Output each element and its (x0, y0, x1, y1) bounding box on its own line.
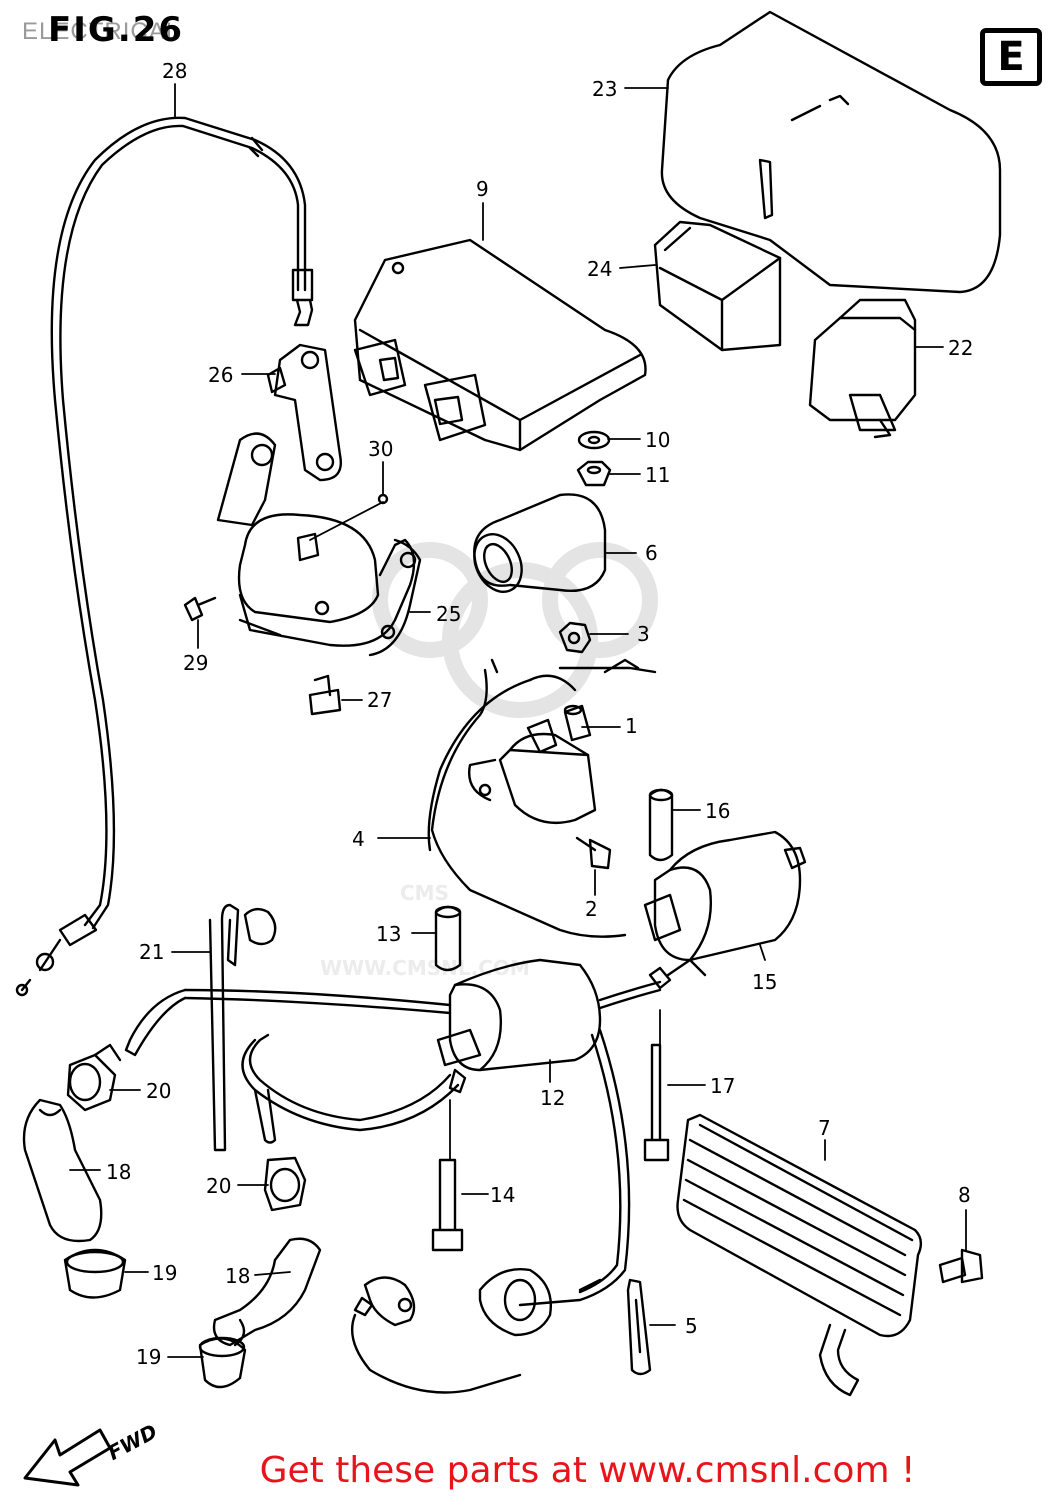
part-number: 22 (948, 336, 973, 360)
part-number: 4 (352, 827, 365, 851)
starter-relay (427, 658, 657, 938)
mounting-bracket (266, 343, 342, 482)
footer-link[interactable]: Get these parts at www.cmsnl.com ! (0, 1450, 1055, 1491)
part-number: 28 (162, 59, 187, 83)
watermark-site: WWW.CMSNL.COM (320, 956, 530, 980)
washer-nut (576, 430, 612, 487)
part-number: 23 (592, 77, 617, 101)
part-number: 12 (540, 1086, 565, 1110)
part-number: 18 (106, 1160, 131, 1184)
part-number: 9 (476, 177, 489, 201)
footer-text: Get these parts at www.cmsnl.com ! (259, 1450, 916, 1491)
part-number-labels: 1 2 3 4 5 6 7 8 9 10 11 12 13 14 15 16 1… (106, 59, 973, 1369)
part-number: 20 (146, 1079, 171, 1103)
part-number: 27 (367, 688, 392, 712)
rubber-rings (63, 1248, 247, 1389)
part-number: 16 (705, 799, 730, 823)
part-number: 3 (637, 622, 650, 646)
part-number: 17 (710, 1074, 735, 1098)
part-number: 24 (587, 257, 612, 281)
small-bolt (938, 1248, 984, 1284)
leader-lines (69, 83, 967, 1358)
relay (653, 220, 782, 352)
watermark: CMS WWW.CMSNL.COM (320, 542, 658, 980)
part-number: 6 (645, 541, 658, 565)
bolt (575, 836, 612, 870)
part-number: 21 (139, 940, 164, 964)
rubber-boot (473, 493, 607, 593)
plug-caps (66, 1043, 307, 1212)
page-caption: ELECTRICAL (22, 18, 181, 45)
part-drawings (15, 10, 1002, 1487)
cable-tie (208, 903, 277, 1152)
ignition-coil-upper (643, 830, 807, 990)
part-number: 11 (645, 463, 670, 487)
watermark-brand: CMS (400, 881, 449, 905)
speedometer-cable (15, 116, 314, 997)
wire-clip (626, 1278, 652, 1376)
high-tension-leads (124, 980, 662, 1307)
hex-nut (558, 621, 592, 654)
part-number: 29 (183, 651, 208, 675)
part-number: 25 (436, 602, 461, 626)
part-number: 15 (752, 970, 777, 994)
part-number: 14 (490, 1183, 515, 1207)
cdi-unit (353, 238, 647, 452)
connector-block (808, 298, 917, 439)
part-number: 20 (206, 1174, 231, 1198)
part-number: 13 (376, 922, 401, 946)
ignition-coil-lower (436, 958, 602, 1094)
part-number: 7 (818, 1116, 831, 1140)
rubber-tubes (434, 788, 674, 972)
cover-box (660, 10, 1002, 294)
switch-housing (216, 432, 422, 657)
forward-arrow-icon (23, 1428, 112, 1487)
part-number: 10 (645, 428, 670, 452)
plug-connectors (350, 1268, 552, 1394)
small-screws (183, 493, 389, 716)
part-number: 8 (958, 1183, 971, 1207)
figure-number: FIG.26 (48, 10, 185, 50)
part-number: 1 (625, 714, 638, 738)
part-number: 2 (585, 897, 598, 921)
part-number: 19 (136, 1345, 161, 1369)
part-number: 26 (208, 363, 233, 387)
part-number: 19 (152, 1261, 177, 1285)
part-number: 5 (685, 1314, 698, 1338)
part-number: 30 (368, 437, 393, 461)
long-bolts (431, 1043, 670, 1252)
part-number: 18 (225, 1264, 250, 1288)
section-badge: E (980, 28, 1042, 86)
regulator-rectifier (676, 1113, 923, 1397)
